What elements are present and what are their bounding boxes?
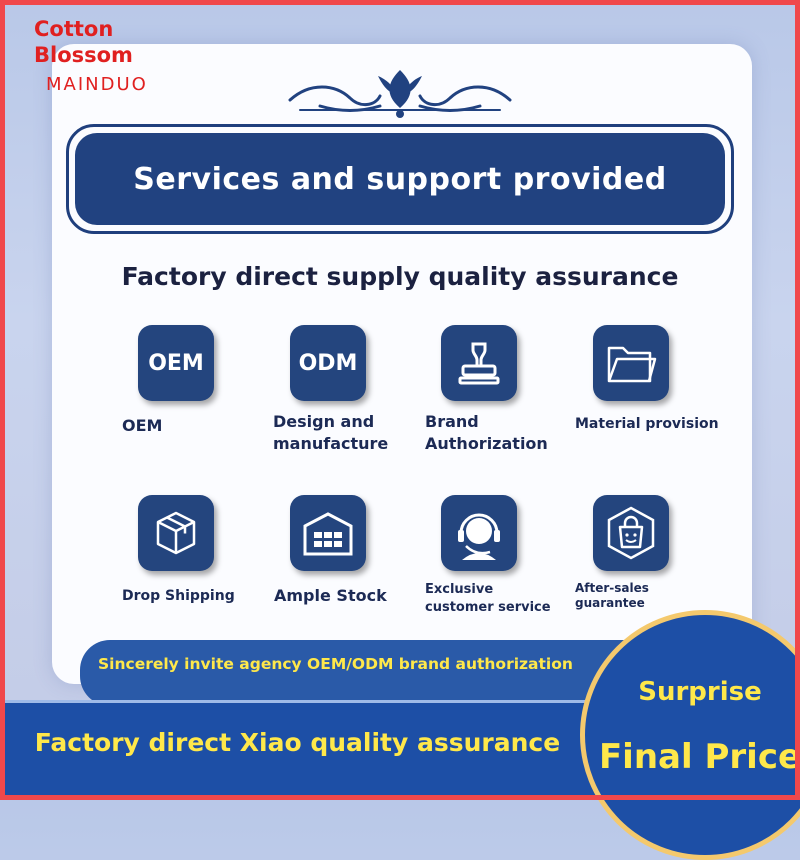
service-label: Exclusive customer service — [425, 582, 551, 615]
service-label: Design and manufacture — [273, 412, 389, 453]
oem-text-icon: OEM — [138, 325, 214, 401]
service-ample-stock: Ample Stock — [274, 495, 460, 607]
brand-line-2: Blossom — [34, 43, 133, 67]
subtitle: Factory direct supply quality assurance — [121, 262, 679, 291]
service-after-sales: After-sales guarantee — [575, 495, 763, 611]
odm-text-icon: ODM — [290, 325, 366, 401]
box-icon — [138, 495, 214, 571]
ornament-icon — [288, 70, 512, 118]
service-label: Ample Stock — [274, 586, 387, 605]
service-material-provision: Material provision — [575, 325, 763, 435]
service-label: After-sales guarantee — [575, 581, 649, 610]
stamp-icon — [441, 325, 517, 401]
service-odm: ODM Design and manufacture — [273, 325, 460, 455]
bottom-slogan: Factory direct Xiao quality assurance — [34, 728, 561, 757]
service-oem: OEM OEM — [122, 325, 308, 437]
banner-title: Services and support provided — [133, 161, 667, 197]
price-line-1: Surprise — [638, 677, 762, 707]
service-label: Drop Shipping — [122, 588, 235, 604]
price-line-2: Final Price — [598, 737, 800, 777]
folder-icon — [593, 325, 669, 401]
service-label: Brand Authorization — [425, 412, 548, 453]
service-label: Material provision — [575, 416, 719, 432]
brand-logo: Cotton Blossom MAINDUO — [34, 16, 148, 98]
invite-text: Sincerely invite agency OEM/ODM brand au… — [98, 655, 573, 673]
headset-icon — [441, 495, 517, 571]
service-customer-service: Exclusive customer service — [425, 495, 611, 617]
title-banner: Services and support provided — [66, 124, 734, 234]
shopping-bag-icon — [593, 495, 669, 571]
brand-line-3: MAINDUO — [46, 74, 148, 95]
service-brand-authorization: Brand Authorization — [425, 325, 611, 455]
warehouse-icon — [290, 495, 366, 571]
brand-line-1: Cotton — [34, 17, 114, 41]
service-drop-shipping: Drop Shipping — [122, 495, 308, 607]
service-label: OEM — [122, 416, 163, 435]
